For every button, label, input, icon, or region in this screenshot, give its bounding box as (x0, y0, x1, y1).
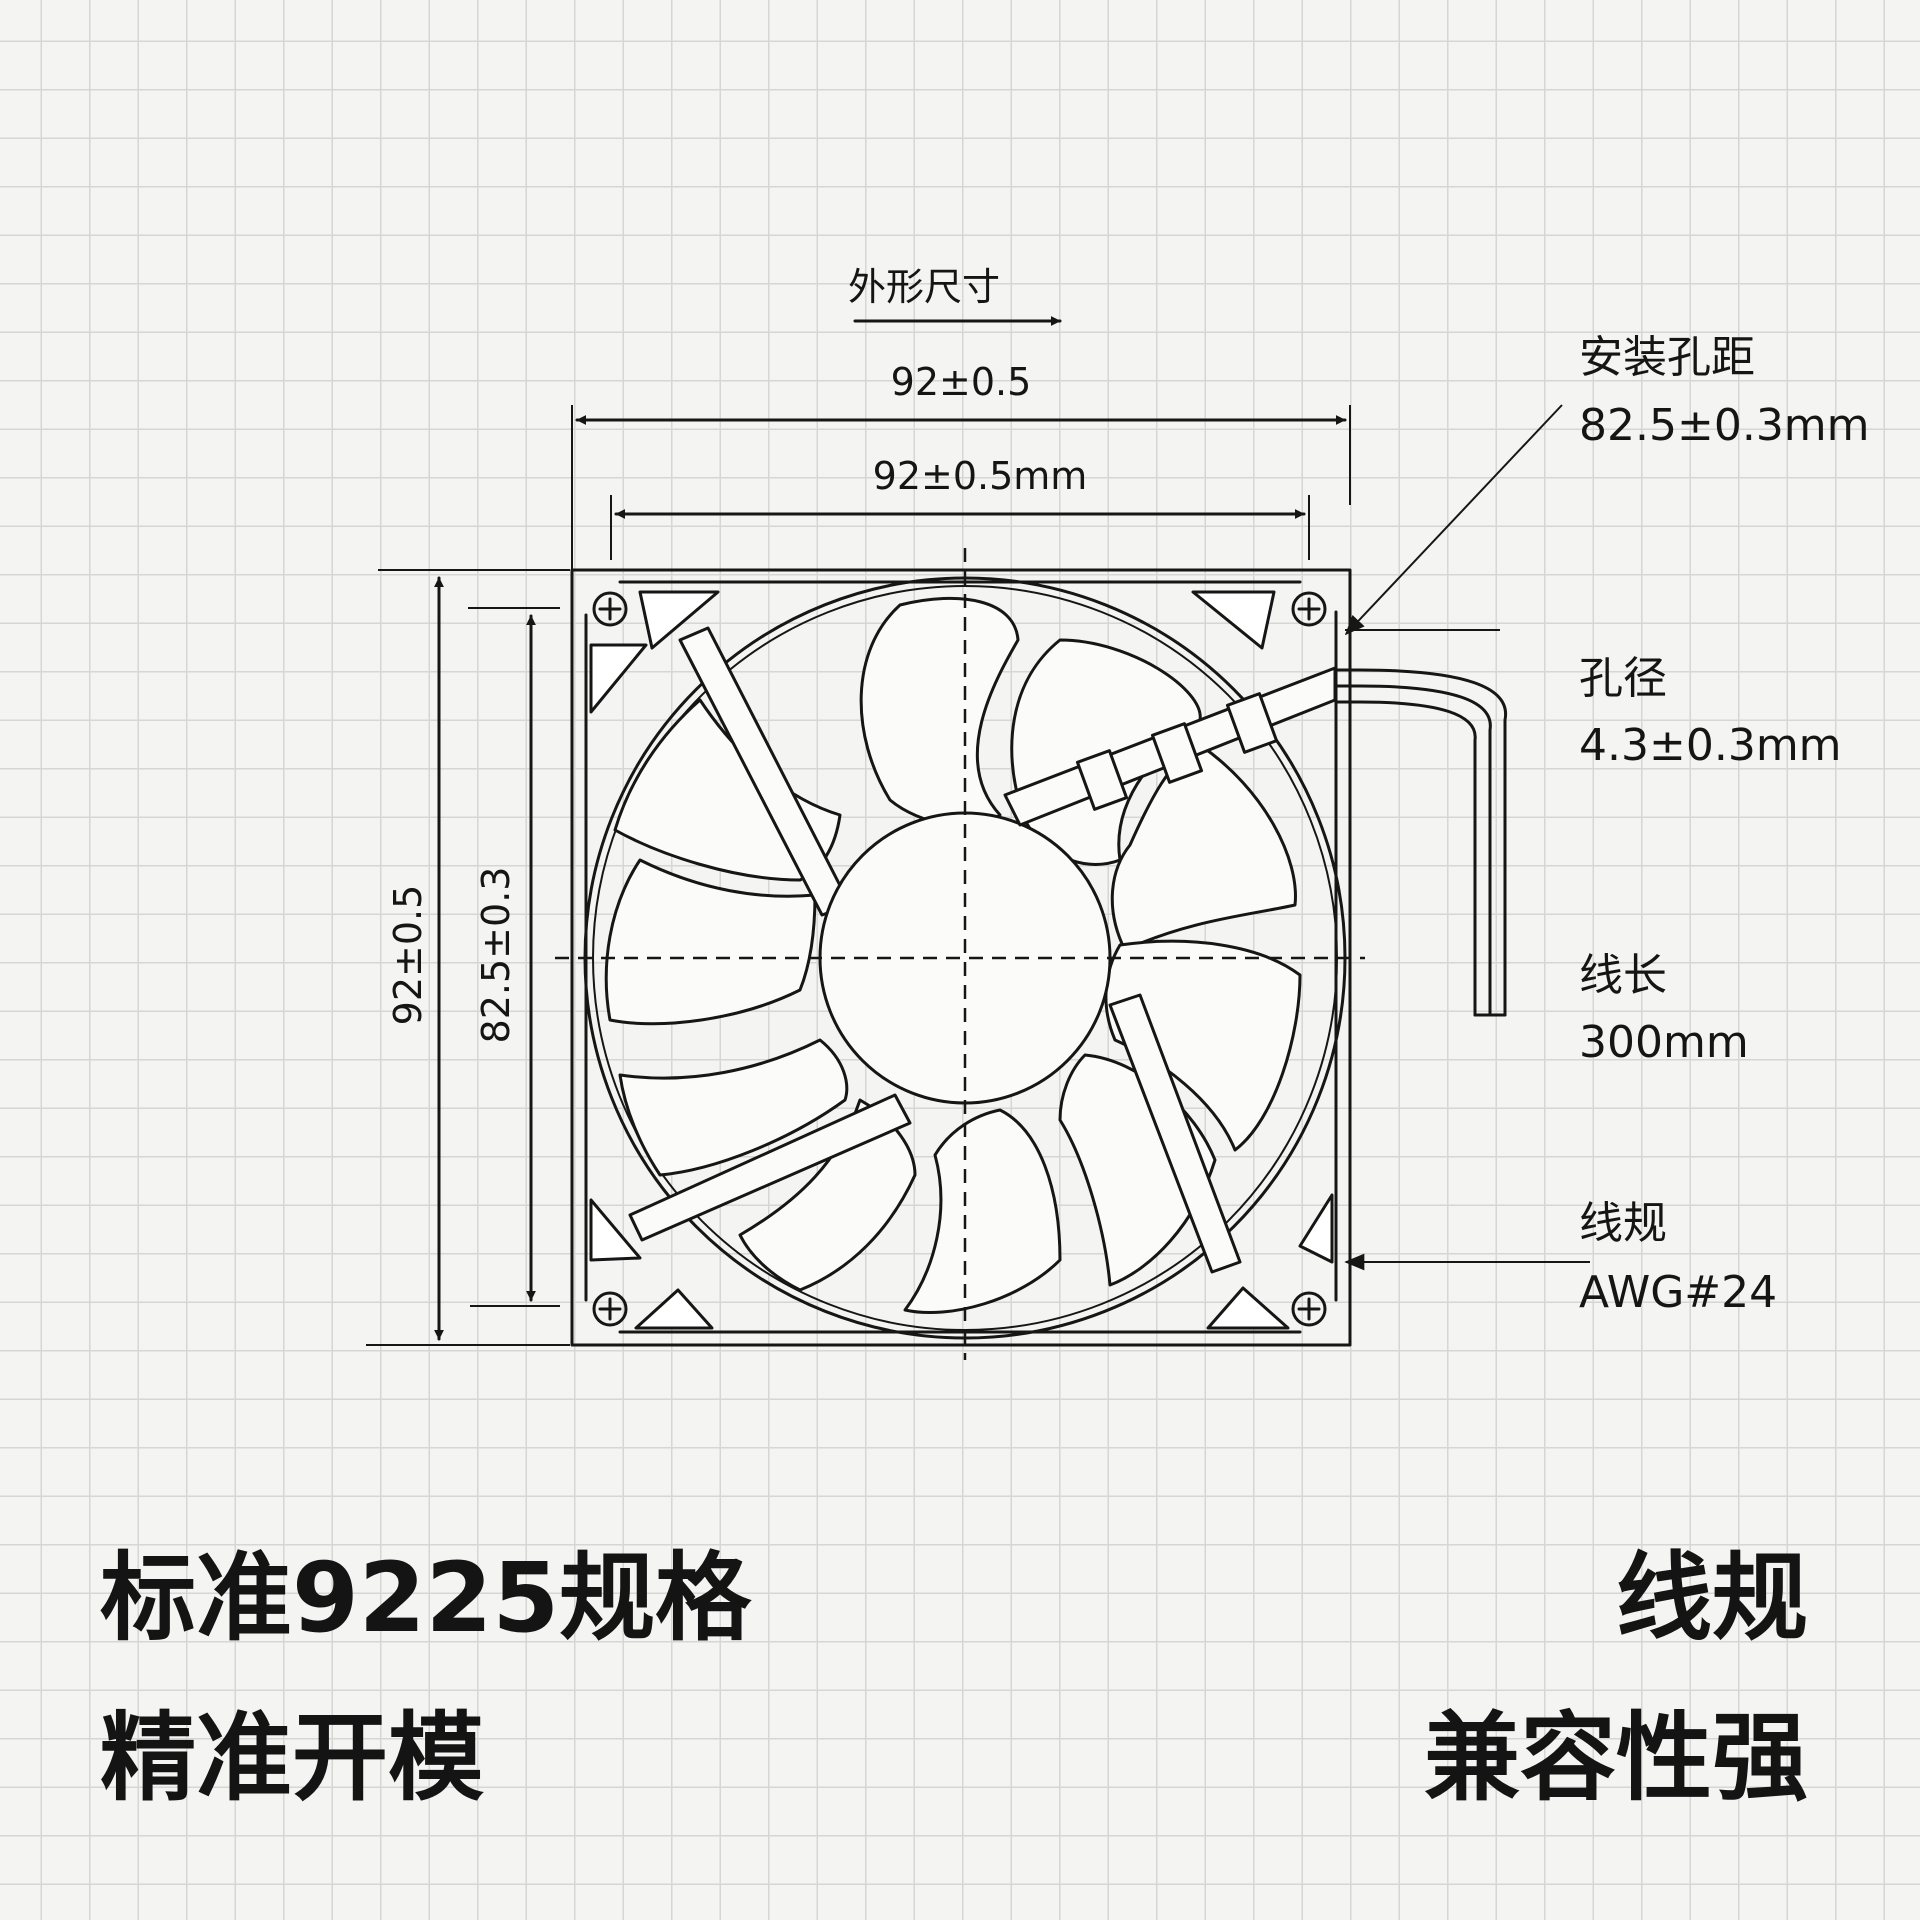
hole-spacing-title: 安装孔距 (1579, 332, 1755, 383)
mounting-hole-top-left (592, 591, 628, 627)
wire-length-value: 300mm (1579, 1017, 1749, 1068)
fan-blade (618, 1038, 849, 1177)
fan-blade (1104, 939, 1302, 1152)
mounting-hole-top-right (1291, 591, 1327, 627)
mounting-hole-bottom-right (1291, 1291, 1327, 1327)
mounting-width-label: 92±0.5mm (873, 454, 1088, 498)
hole-diameter-value: 4.3±0.3mm (1579, 720, 1842, 771)
outer-width-label: 92±0.5 (891, 360, 1032, 404)
hole-spacing-leader (1344, 404, 1563, 636)
hole-spacing-value: 82.5±0.3mm (1579, 400, 1870, 451)
fan-blade (1110, 743, 1297, 952)
fan-struts (628, 626, 1242, 1274)
wire-length-title: 线长 (1579, 950, 1667, 1001)
drawing-title: 外形尺寸 (848, 265, 1000, 309)
fan-blade (859, 596, 1020, 828)
fan-blade (903, 1108, 1062, 1314)
caption-left-line1: 标准9225规格 (100, 1542, 752, 1654)
hole-diameter-title: 孔径 (1579, 653, 1667, 704)
lead-wires (1334, 668, 1508, 1017)
caption-left-line2: 精准开模 (100, 1702, 484, 1814)
wire-gauge-value: AWG#24 (1579, 1267, 1777, 1318)
fan-blade (738, 1098, 917, 1292)
cable-channel (1003, 666, 1337, 827)
fan-blade (604, 858, 817, 1026)
caption-right-line2: 兼容性强 (1424, 1702, 1808, 1814)
wire-gauge-title: 线规 (1579, 1198, 1667, 1249)
caption-right-line1: 线规 (1616, 1542, 1808, 1654)
mounting-hole-bottom-left (592, 1291, 628, 1327)
mounting-height-label: 82.5±0.3 (474, 867, 518, 1044)
outer-height-label: 92±0.5 (386, 885, 430, 1026)
frame-corner-triangles (589, 590, 1334, 1330)
